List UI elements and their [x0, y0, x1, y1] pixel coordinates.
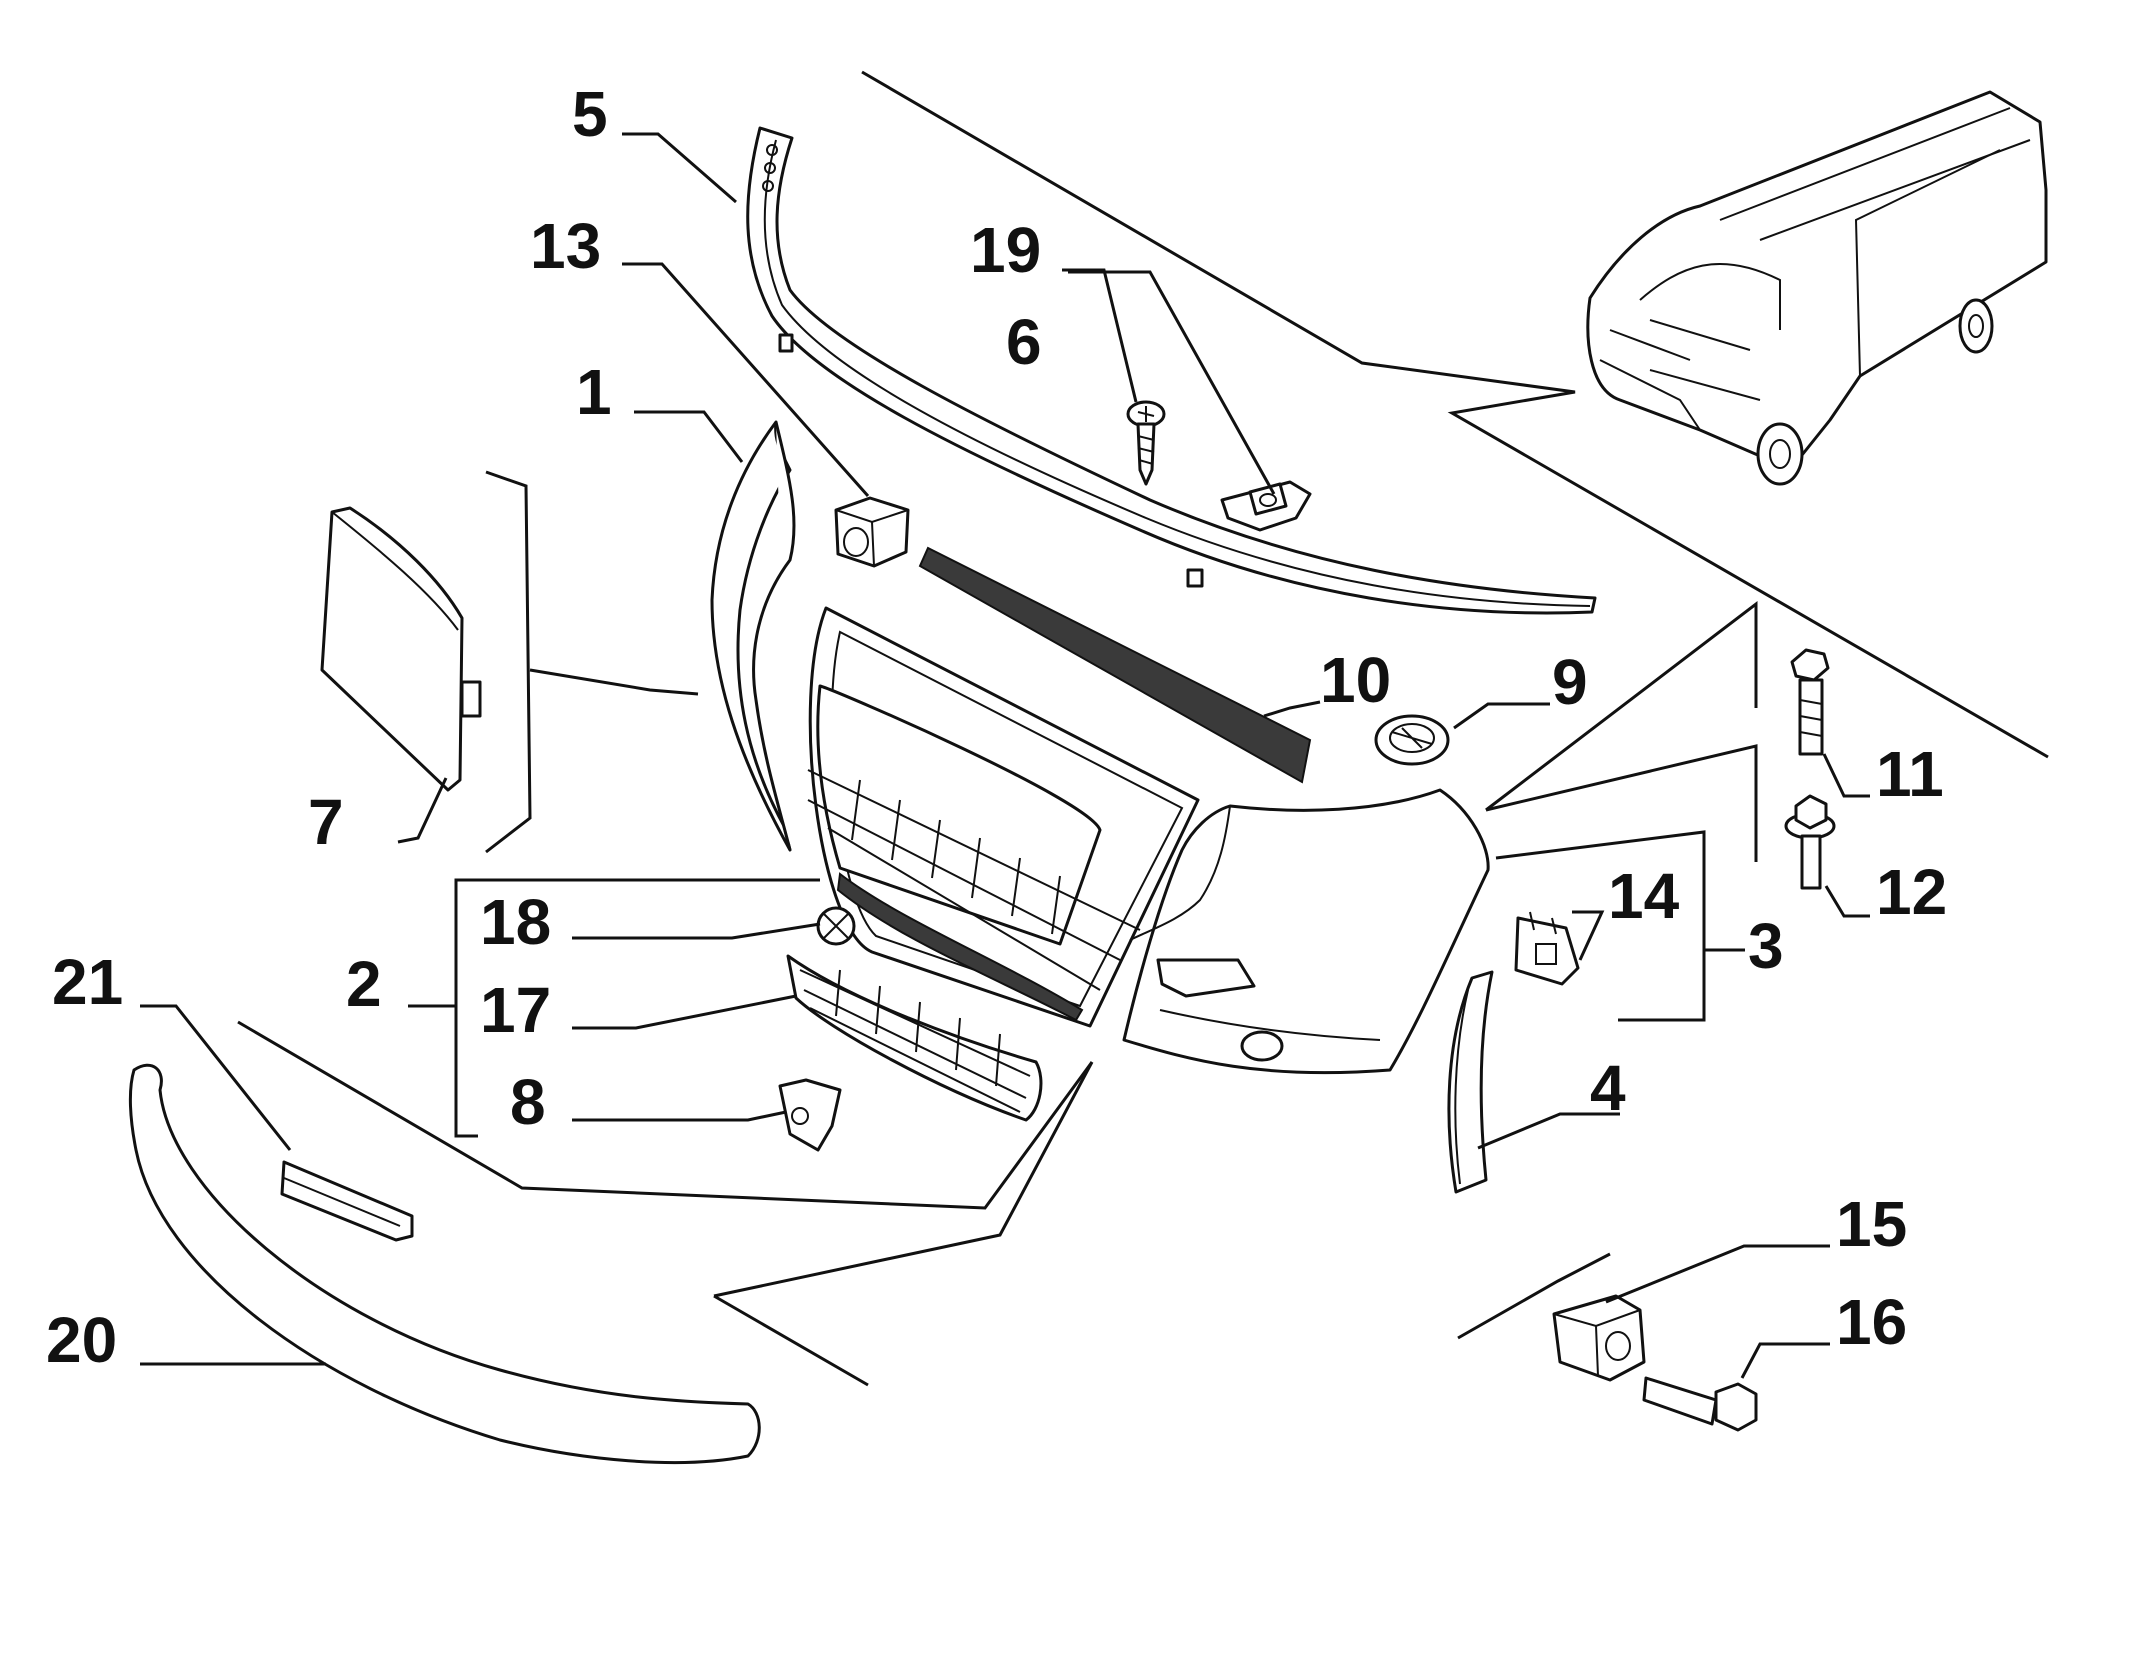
- leader-lines: [140, 132, 1870, 1379]
- speed-nut-part[interactable]: [1220, 480, 1312, 532]
- flange-bolt-part[interactable]: [1784, 794, 1836, 890]
- part-label-7[interactable]: 7: [308, 786, 344, 858]
- part-label-5[interactable]: 5: [572, 78, 608, 150]
- part-label-10[interactable]: 10: [1320, 644, 1391, 716]
- part-label-13[interactable]: 13: [530, 210, 601, 282]
- spacer-block-part[interactable]: [1552, 1294, 1646, 1382]
- tow-hook-cover-part[interactable]: [320, 506, 482, 792]
- part-label-14[interactable]: 14: [1608, 860, 1680, 932]
- clip-bracket-part[interactable]: [778, 1078, 842, 1152]
- emblem-part[interactable]: [816, 906, 856, 946]
- part-label-4[interactable]: 4: [1590, 1052, 1626, 1124]
- part-label-19[interactable]: 19: [970, 214, 1041, 286]
- part-label-6[interactable]: 6: [1006, 306, 1042, 378]
- lower-grille-part[interactable]: [786, 954, 1043, 1122]
- bumper-side-part[interactable]: [1122, 788, 1490, 1075]
- upper-support-strip-part[interactable]: [746, 126, 1597, 615]
- part-label-15[interactable]: 15: [1836, 1188, 1907, 1260]
- part-label-3[interactable]: 3: [1748, 910, 1784, 982]
- spring-clip-part[interactable]: [1514, 911, 1580, 986]
- part-label-2[interactable]: 2: [346, 948, 382, 1020]
- bolt-part[interactable]: [1790, 648, 1830, 756]
- part-label-18[interactable]: 18: [480, 886, 551, 958]
- part-number-labels: 5 13 19 6 1 10 9 11 12 14 3 4 15 16 7 18…: [46, 78, 1947, 1376]
- front-grille-part[interactable]: [807, 606, 1200, 1028]
- screw-part[interactable]: [1126, 400, 1166, 486]
- van-reference-drawing: [1586, 90, 2048, 486]
- spoiler-bracket-part[interactable]: [280, 1160, 414, 1242]
- part-label-20[interactable]: 20: [46, 1304, 117, 1376]
- guide-lines: [237, 70, 2049, 1387]
- part-label-11[interactable]: 11: [1876, 738, 1944, 810]
- part-label-9[interactable]: 9: [1552, 646, 1588, 718]
- headlight-surround-trim-part[interactable]: [710, 420, 796, 852]
- part-label-1[interactable]: 1: [576, 356, 612, 428]
- mesh-insert-part[interactable]: [918, 546, 1312, 784]
- grommet-clip-part[interactable]: [834, 496, 910, 568]
- part-label-17[interactable]: 17: [480, 974, 551, 1046]
- lower-spoiler-part[interactable]: [128, 1063, 761, 1465]
- part-label-8[interactable]: 8: [510, 1066, 546, 1138]
- part-label-16[interactable]: 16: [1836, 1286, 1907, 1358]
- round-plug-part[interactable]: [1374, 714, 1450, 766]
- wheel-arch-trim-part[interactable]: [1447, 970, 1494, 1194]
- part-label-21[interactable]: 21: [52, 946, 123, 1018]
- hex-bolt-part[interactable]: [1642, 1376, 1758, 1432]
- part-label-12[interactable]: 12: [1876, 856, 1947, 928]
